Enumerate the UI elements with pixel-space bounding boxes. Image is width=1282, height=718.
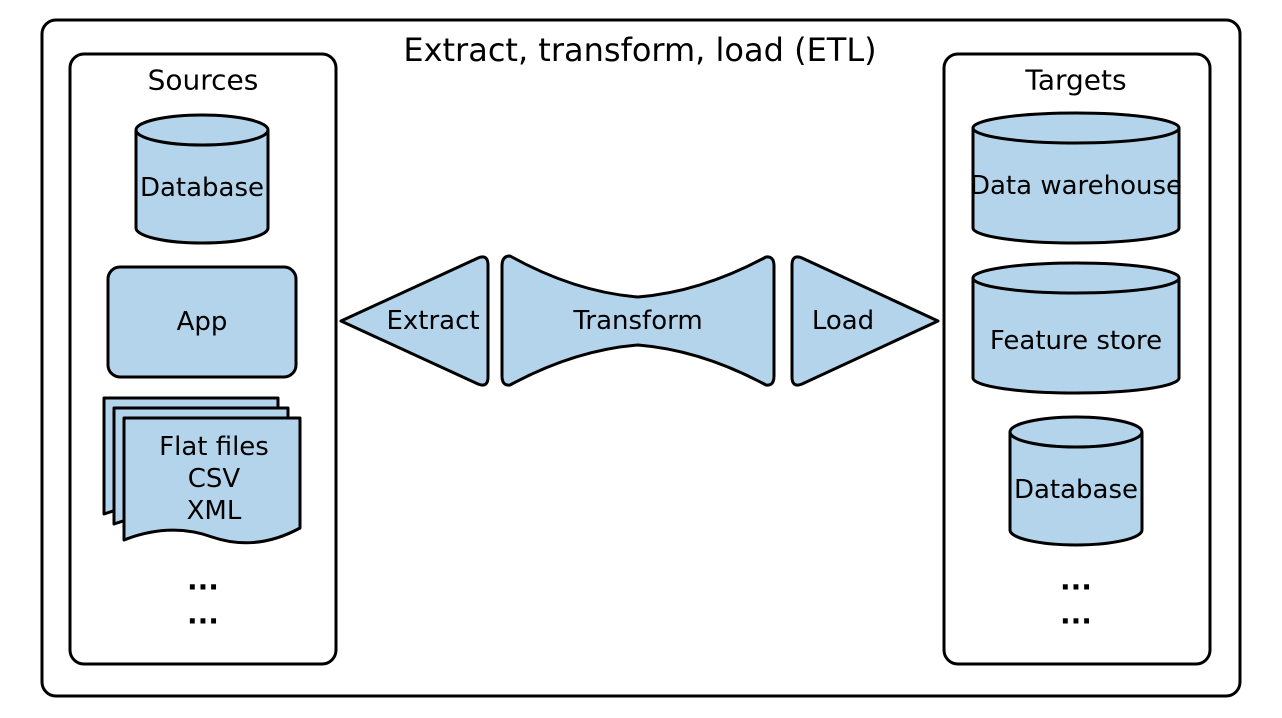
targets-heading: Targets (1024, 64, 1126, 97)
extract-label: Extract (386, 306, 479, 336)
targets-ellipsis-1: ... (1060, 564, 1092, 597)
source-flat-files-document: Flat files CSV XML (102, 396, 302, 545)
target-database-label: Database (1014, 475, 1138, 505)
source-app-box: App (106, 265, 298, 379)
target-data-warehouse-label: Data warehouse (970, 171, 1182, 201)
target-database-cylinder: Database (1008, 415, 1144, 547)
targets-panel: Targets Data warehouse Feature store Dat… (942, 52, 1212, 666)
target-feature-store-cylinder: Feature store (971, 261, 1181, 395)
source-database-cylinder: Database (134, 113, 270, 245)
flat-files-line-2: CSV (188, 464, 241, 494)
source-database-label: Database (140, 173, 264, 203)
targets-ellipsis-2: ... (1060, 598, 1092, 631)
sources-ellipsis-2: ... (187, 598, 219, 631)
target-feature-store-label: Feature store (990, 326, 1162, 356)
transform-label: Transform (572, 306, 702, 336)
load-label: Load (812, 306, 874, 336)
extract-shape: Extract (339, 255, 490, 387)
source-app-label: App (177, 307, 228, 337)
transform-shape: Transform (500, 254, 776, 387)
sources-heading: Sources (148, 64, 259, 97)
sources-panel: Sources Database App Flat files CSV XML … (68, 52, 338, 666)
outer-frame (40, 18, 1242, 698)
flat-files-line-3: XML (187, 496, 242, 526)
load-shape: Load (790, 255, 940, 387)
diagram-title: Extract, transform, load (ETL) (403, 31, 876, 69)
target-data-warehouse-cylinder: Data warehouse (970, 111, 1182, 245)
flat-files-line-1: Flat files (159, 432, 269, 462)
sources-ellipsis-1: ... (187, 564, 219, 597)
